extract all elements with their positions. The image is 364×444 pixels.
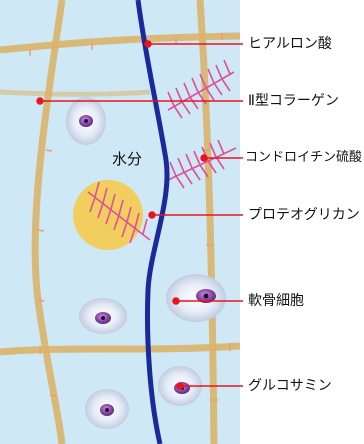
label-chondrocyte: 軟骨細胞 [248, 293, 304, 309]
cell-upper-left [66, 97, 106, 145]
collagen-fiber-upper-mid [0, 92, 150, 94]
label-chondroitin-sulfate: コンドロイチン硫酸 [245, 150, 362, 166]
label-proteoglycan: プロテオグリカン [248, 207, 360, 223]
label-type2-collagen: Ⅱ型コラーゲン [248, 93, 339, 109]
label-hyaluronic-acid: ヒアルロン酸 [248, 36, 332, 52]
cell-left-middle [79, 298, 127, 334]
proteoglycan-disc [73, 180, 143, 250]
water-label: 水分 [112, 148, 142, 169]
collagen-fiber-bottom [0, 346, 240, 352]
label-glucosamine: グルコサミン [248, 378, 332, 394]
cell-bottom-left [85, 389, 129, 429]
